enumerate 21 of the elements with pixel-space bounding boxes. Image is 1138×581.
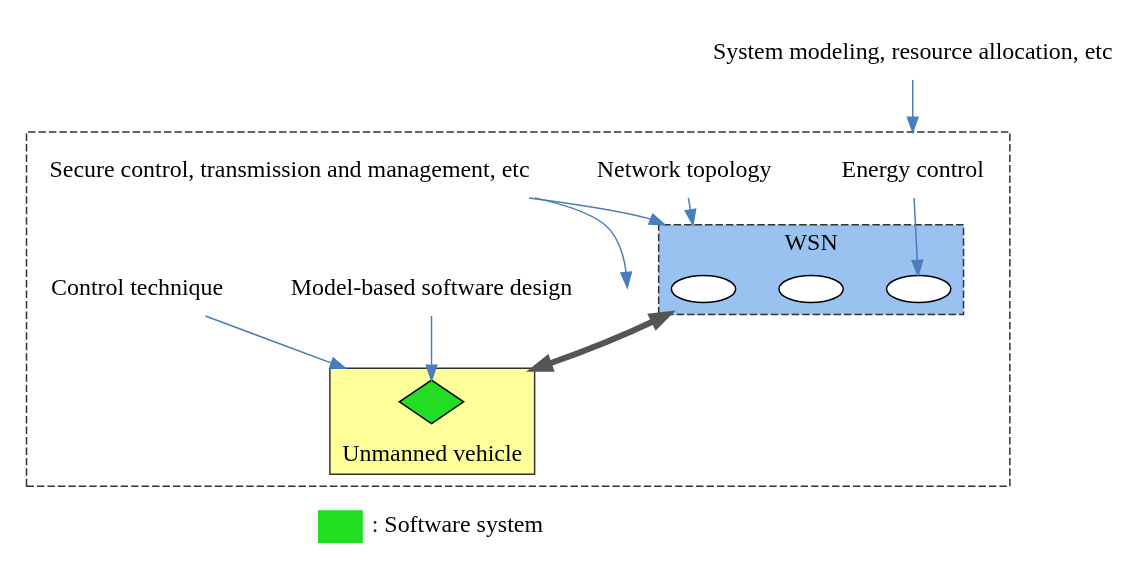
arrow bbox=[684, 197, 697, 227]
cluster bbox=[25, 131, 1011, 488]
node-text: Secure control, transmission and management, etc bbox=[49, 155, 530, 182]
node-text: System modeling, resource allocation, etc bbox=[712, 37, 1113, 64]
node-ellipse bbox=[670, 274, 737, 304]
node-ellipse bbox=[778, 274, 844, 304]
arrow bbox=[906, 79, 919, 135]
node-text: Energy control bbox=[841, 155, 984, 182]
arrow bbox=[425, 315, 438, 383]
cluster: Unmanned vehicle bbox=[329, 367, 536, 476]
cluster: WSN bbox=[657, 224, 965, 316]
node-text: Network topology bbox=[596, 155, 772, 182]
arrow bbox=[204, 315, 348, 369]
arrow bbox=[528, 197, 667, 226]
node-text: Control technique bbox=[51, 273, 224, 300]
node-ellipse bbox=[885, 274, 952, 304]
node-text: Model-based software design bbox=[290, 273, 573, 300]
arrow bbox=[911, 197, 924, 278]
legend-label: : Software system bbox=[371, 511, 544, 538]
arrow bbox=[526, 310, 676, 372]
node-diamond bbox=[398, 379, 465, 425]
